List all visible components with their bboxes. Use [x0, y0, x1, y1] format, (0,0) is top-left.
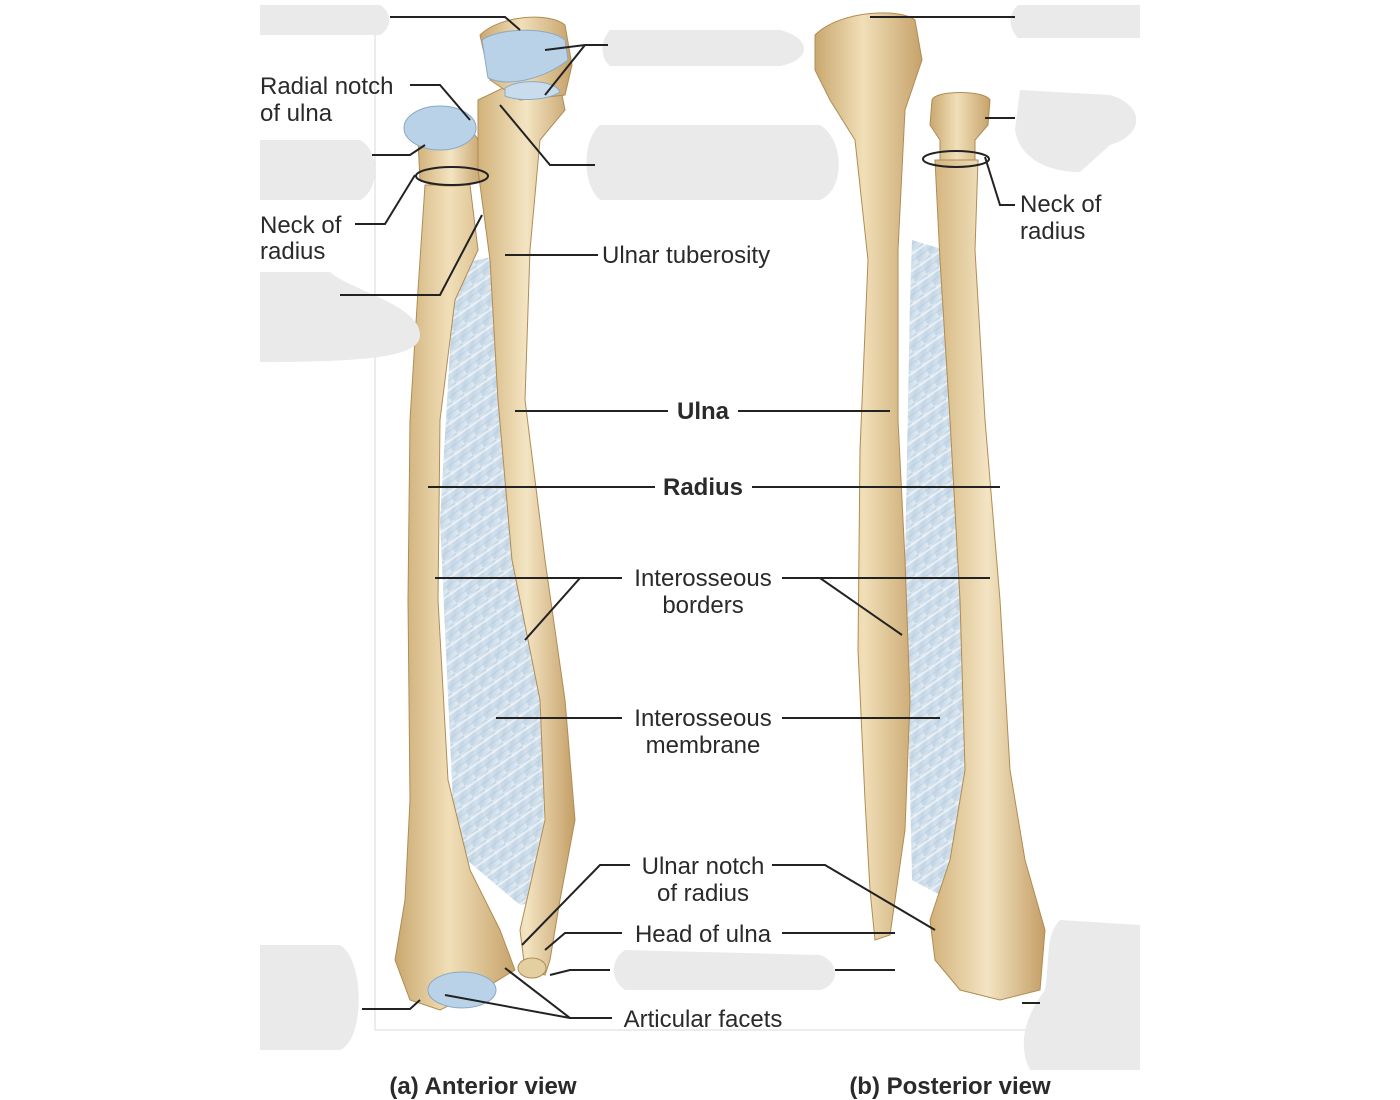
hidden-label-styloid-radius-posterior: [1023, 920, 1140, 1070]
hidden-label-radial-tuberosity: [260, 272, 420, 362]
label-neck-radius-a-line1: Neck of: [260, 212, 342, 239]
hidden-label-styloid-radius: [260, 945, 359, 1050]
label-interosseous-membrane-line1: Interosseous: [634, 705, 771, 732]
label-ulna: Ulna: [677, 398, 730, 425]
hidden-labels: [260, 5, 1140, 1070]
label-articular-facets: Articular facets: [624, 1006, 783, 1033]
label-radial-notch-line1: Radial notch: [260, 73, 393, 100]
label-interosseous-membrane-line2: membrane: [646, 732, 761, 759]
articular-facet-anterior: [427, 971, 497, 1009]
ulna-anterior: [477, 79, 576, 976]
ulna-posterior: [814, 12, 923, 941]
label-ulnar-notch-line2: of radius: [657, 880, 749, 907]
anterior-view: [394, 16, 576, 1011]
labels: Radial notch of ulna Neck of radius Neck…: [260, 73, 1102, 1100]
label-radius: Radius: [663, 474, 743, 501]
label-neck-radius-a-line2: radius: [260, 238, 325, 265]
label-neck-radius-b-line1: Neck of: [1020, 191, 1102, 218]
label-ulnar-tuberosity: Ulnar tuberosity: [602, 242, 770, 269]
radius-posterior: [929, 159, 1046, 1001]
posterior-view: [814, 12, 1046, 1001]
label-interosseous-borders-line1: Interosseous: [634, 565, 771, 592]
caption-posterior-view: (b) Posterior view: [849, 1073, 1051, 1100]
leader-lines: [340, 16, 1040, 1019]
radial-head-cartilage-anterior: [403, 105, 477, 151]
label-ulnar-notch-line1: Ulnar notch: [642, 853, 765, 880]
hidden-label-coronoid-process: [586, 125, 839, 200]
hidden-label-olecranon-posterior: [1010, 5, 1140, 38]
hidden-label-olecranon: [260, 5, 389, 35]
label-radial-notch-line2: of ulna: [260, 100, 333, 127]
hidden-label-head-of-radius: [260, 140, 375, 200]
label-interosseous-borders-line2: borders: [662, 592, 743, 619]
hidden-label-head-of-radius-posterior: [1015, 90, 1137, 172]
label-neck-radius-b-line2: radius: [1020, 218, 1085, 245]
radius-anterior: [394, 184, 516, 1011]
trochlear-notch-cartilage: [481, 29, 569, 83]
radial-head-posterior: [929, 92, 991, 161]
hidden-label-styloid-ulna: [613, 950, 835, 990]
hidden-label-trochlear-notch: [602, 30, 804, 66]
ulnar-head-anterior: [517, 957, 547, 979]
caption-anterior-view: (a) Anterior view: [389, 1073, 576, 1100]
label-head-of-ulna: Head of ulna: [635, 921, 772, 948]
